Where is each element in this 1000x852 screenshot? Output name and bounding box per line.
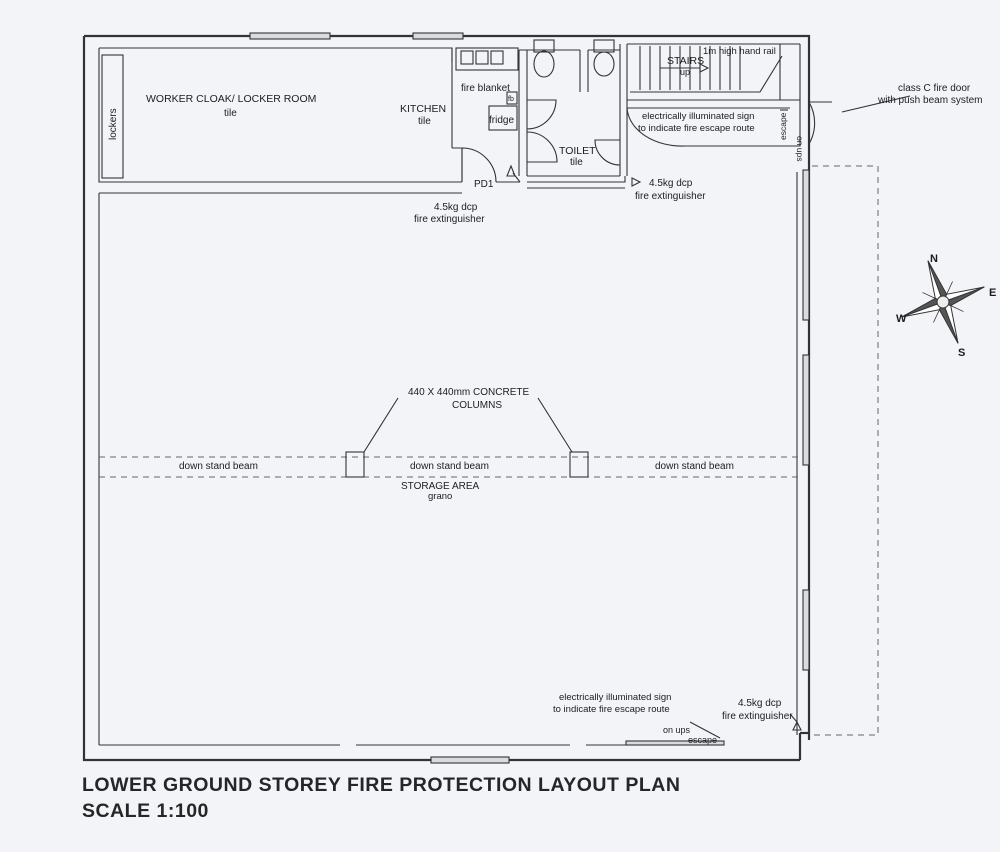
escape-label-bottom: escape bbox=[688, 735, 717, 745]
plan-title: LOWER GROUND STOREY FIRE PROTECTION LAYO… bbox=[82, 772, 680, 824]
compass-w: W bbox=[896, 313, 907, 325]
stairs bbox=[630, 46, 783, 93]
toilet-icon bbox=[533, 39, 615, 78]
extinguisher-1-line1: 4.5kg dcp bbox=[434, 202, 478, 213]
door-pd1-label: PD1 bbox=[474, 179, 494, 190]
fire-extinguisher-icon bbox=[506, 164, 802, 731]
extinguisher-2-line1: 4.5kg dcp bbox=[649, 178, 693, 189]
compass-n: N bbox=[930, 253, 938, 265]
extinguisher-3-line2: fire extinguisher bbox=[722, 711, 793, 722]
extinguisher-3-line1: 4.5kg dcp bbox=[738, 698, 782, 709]
fire-door-line2: with push beam system bbox=[877, 95, 983, 106]
on-ups-label-top: on ups bbox=[795, 136, 805, 162]
on-ups-label-bottom: on ups bbox=[663, 725, 691, 735]
compass-rose-icon bbox=[901, 260, 985, 344]
cloak-room-finish: tile bbox=[224, 108, 237, 119]
beam-label-mid: down stand beam bbox=[410, 461, 489, 472]
compass-s: S bbox=[958, 347, 965, 359]
beam-label-left: down stand beam bbox=[179, 461, 258, 472]
toilet-label: TOILET bbox=[559, 145, 596, 157]
extinguisher-1-line2: fire extinguisher bbox=[414, 214, 485, 225]
outer-walls bbox=[82, 34, 811, 762]
columns-label-line2: COLUMNS bbox=[452, 400, 502, 411]
kitchen-finish: tile bbox=[418, 116, 431, 127]
stairs-direction: up bbox=[680, 67, 690, 77]
fire-door-line1: class C fire door bbox=[898, 83, 971, 94]
columns-label-line1: 440 X 440mm CONCRETE bbox=[408, 387, 529, 398]
windows bbox=[249, 32, 810, 764]
plan-scale: SCALE 1:100 bbox=[82, 800, 209, 822]
compass-e: E bbox=[989, 287, 996, 299]
kitchen-label: KITCHEN bbox=[400, 103, 446, 115]
kitchen-sink-icon bbox=[455, 47, 519, 71]
lockers-label: lockers bbox=[108, 108, 119, 140]
storage-area-label: STORAGE AREA bbox=[401, 481, 480, 492]
storage-area-finish: grano bbox=[428, 491, 452, 502]
external-dashed-outline bbox=[812, 165, 879, 736]
fridge-unit bbox=[488, 105, 518, 131]
fire-blanket-box bbox=[506, 91, 518, 105]
handrail-label: 1m high hand rail bbox=[703, 46, 776, 57]
down-stand-beam bbox=[99, 397, 798, 478]
fridge-label: fridge bbox=[489, 115, 514, 126]
escape-label-top: escape bbox=[778, 112, 788, 140]
cloak-room-label: WORKER CLOAK/ LOCKER ROOM bbox=[146, 93, 316, 105]
fire-blanket-label: fire blanket bbox=[461, 83, 510, 94]
sign-2-line1: electrically illuminated sign bbox=[559, 692, 671, 703]
plan-title-line1: LOWER GROUND STOREY FIRE PROTECTION LAYO… bbox=[82, 774, 681, 796]
toilet-finish: tile bbox=[570, 157, 583, 168]
beam-label-right: down stand beam bbox=[655, 461, 734, 472]
sign-1-line2: to indicate fire escape route bbox=[638, 123, 755, 134]
stairs-label: STAIRS bbox=[667, 55, 704, 67]
fire-blanket-code: fb bbox=[508, 96, 514, 103]
leader-lines bbox=[689, 95, 911, 739]
sign-2-line2: to indicate fire escape route bbox=[553, 704, 670, 715]
extinguisher-2-line2: fire extinguisher bbox=[635, 191, 706, 202]
sign-1-line1: electrically illuminated sign bbox=[642, 111, 754, 122]
